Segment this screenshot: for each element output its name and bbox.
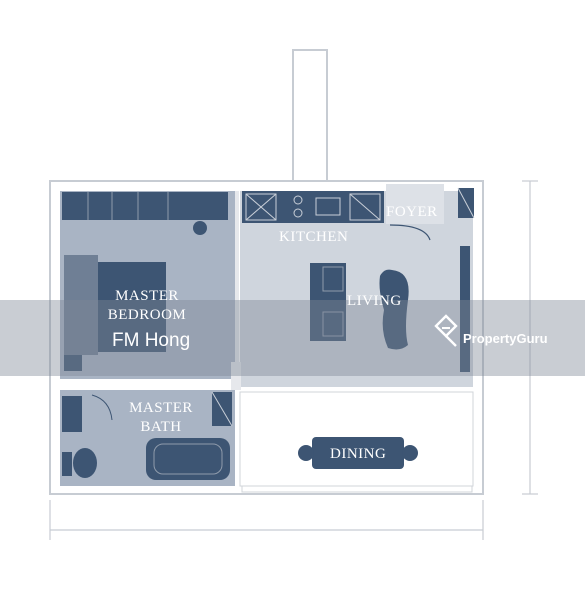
tv-console: [460, 246, 470, 372]
toilet-tank: [62, 452, 72, 476]
partition-pillar: [231, 362, 241, 390]
duct-shaft: [292, 49, 328, 182]
bedside-table: [64, 355, 82, 371]
room-label-dining: DINING: [330, 446, 387, 462]
watermark-brand: PropertyGuru: [463, 331, 548, 346]
room-label-master-bath-line2: BATH: [140, 419, 182, 435]
room-label-master-bath: MASTER BATH: [124, 399, 198, 437]
wardrobe: [62, 192, 228, 220]
room-label-master-bedroom: MASTER BEDROOM: [104, 287, 190, 325]
toilet: [73, 448, 97, 478]
bathtub-inner: [153, 443, 223, 475]
kitchen-sink: [315, 197, 341, 216]
room-label-master-bedroom-line2: BEDROOM: [107, 307, 187, 323]
sofa-seat-2: [322, 311, 344, 337]
bath-cabinet-x: [211, 391, 233, 427]
bed-frame: [64, 255, 98, 355]
bathtub: [146, 438, 230, 480]
hob-ring-2: [293, 208, 303, 218]
room-label-kitchen: KITCHEN: [279, 229, 349, 245]
room-label-master-bedroom-line1: MASTER: [115, 288, 179, 304]
sofa: [310, 263, 346, 341]
kitchen-cell-1: [245, 193, 277, 221]
watermark-agent-name: FM Hong: [112, 330, 191, 351]
foyer-cabinet-x: [457, 187, 475, 219]
bath-vanity: [62, 396, 82, 432]
dining-chair-left: [298, 445, 314, 461]
dining-table: [312, 437, 404, 469]
room-label-foyer: FOYER: [386, 204, 438, 220]
room-label-master-bath-line1: MASTER: [129, 400, 193, 416]
kitchen-cell-2: [349, 193, 381, 221]
bedroom-lamp: [193, 221, 207, 235]
dining-chair-right: [402, 445, 418, 461]
bath-door: [91, 394, 113, 421]
bed: [98, 262, 166, 352]
kitchen-cell-1-x2: [245, 193, 277, 221]
foyer-floor: [386, 184, 444, 224]
propertyguru-logo-icon: [434, 314, 458, 347]
sofa-seat-1: [322, 266, 344, 292]
foyer-door: [389, 224, 431, 241]
hob-ring-1: [293, 195, 303, 205]
dining-window: [241, 485, 473, 493]
kitchen-cell-2-x: [349, 193, 381, 221]
chaise-lounge: [379, 269, 409, 350]
kitchen-counter: [242, 191, 384, 223]
watermark-band: [0, 300, 585, 376]
room-label-living: LIVING: [347, 293, 402, 309]
